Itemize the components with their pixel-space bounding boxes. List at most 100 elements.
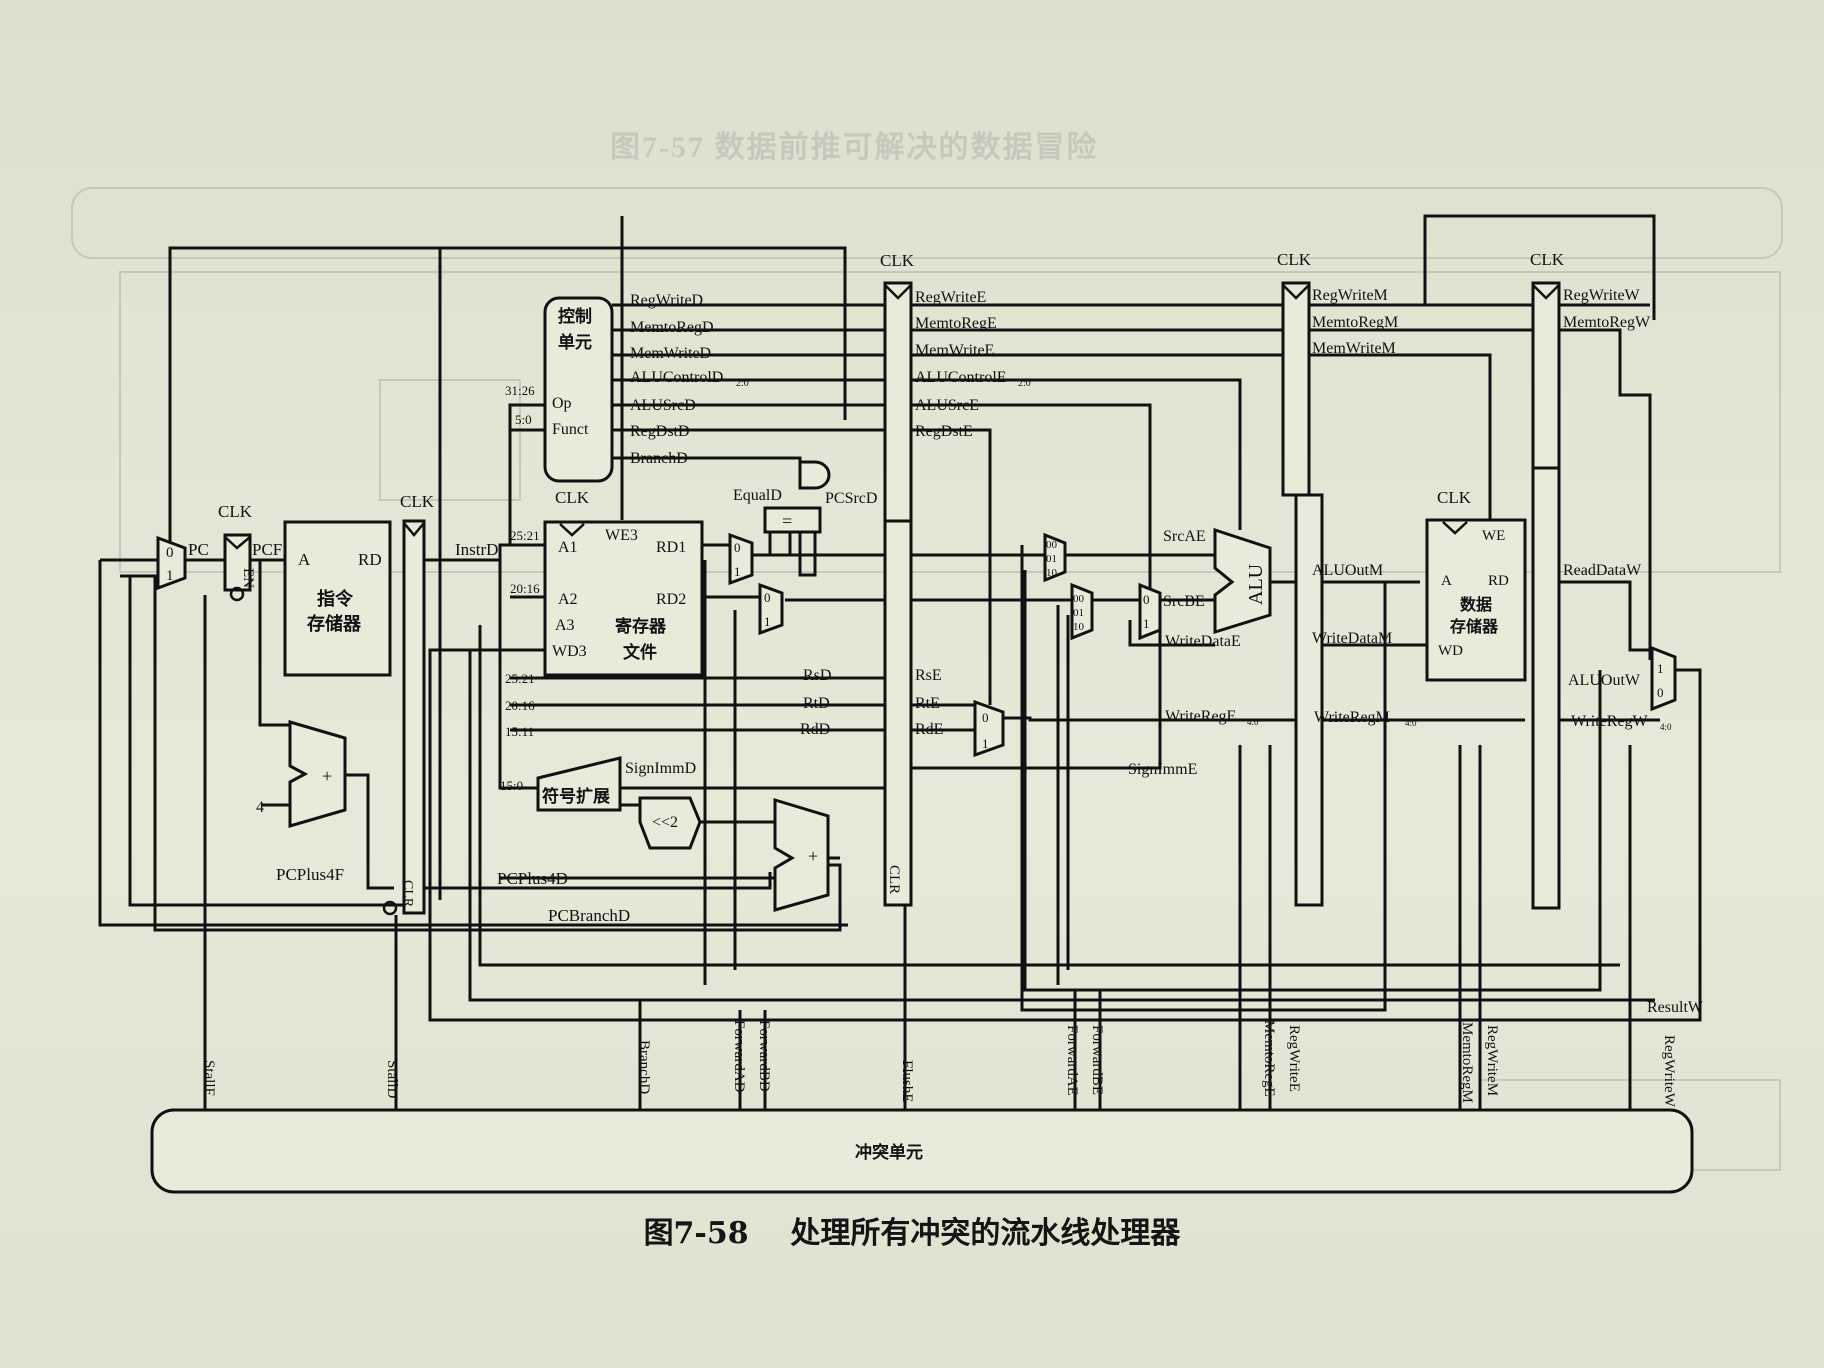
diagram-label: ALU bbox=[1245, 563, 1267, 605]
bits-funct: 5:0 bbox=[515, 412, 532, 427]
signimmd-label: SignImmD bbox=[625, 760, 696, 777]
diagram-label: 00 bbox=[1073, 593, 1085, 605]
shift-left-2: <<2 bbox=[638, 796, 702, 850]
bits-1: 20:16 bbox=[510, 581, 540, 596]
srcae-label: SrcAE bbox=[1163, 528, 1206, 545]
diagram-label: 10 bbox=[1046, 567, 1058, 579]
aluoutm-label: ALUOutM bbox=[1312, 562, 1383, 579]
diagram-label: 1 bbox=[1657, 661, 1664, 676]
rde-label: RdE bbox=[915, 721, 943, 738]
clk-label-em: CLK bbox=[1277, 250, 1312, 269]
writeregw-label: WriteRegW bbox=[1571, 713, 1649, 730]
diagram-label: RegWriteM bbox=[1312, 287, 1388, 304]
diagram-label: StallF bbox=[201, 1060, 217, 1096]
diagram-label: WE bbox=[1482, 528, 1505, 544]
regdst-mux: 0 1 bbox=[973, 699, 1005, 758]
diagram-label: 2:0 bbox=[1018, 378, 1031, 389]
control-signals-d: RegWriteD MemtoRegD MemWriteD ALUControl… bbox=[630, 292, 749, 467]
diagram-label: 1 bbox=[982, 736, 989, 751]
diagram-label: RegDstE bbox=[915, 423, 973, 440]
ctrl-name-2: 单元 bbox=[558, 332, 592, 352]
alu: ALU bbox=[1213, 527, 1272, 635]
rte-label: RtE bbox=[915, 695, 940, 712]
fd-clr-label: CLR bbox=[400, 880, 415, 908]
rf-name-1: 寄存器 bbox=[615, 616, 667, 636]
writeregm-label: WriteRegM bbox=[1314, 709, 1390, 726]
writedatam-label: WriteDataM bbox=[1312, 630, 1392, 647]
ghost-caption: 图7-57 数据前推可解决的数据冒险 bbox=[610, 131, 1099, 164]
bits-3: 20:16 bbox=[505, 698, 535, 713]
ctrl-name-1: 控制 bbox=[558, 306, 592, 326]
pc-mux-1: 1 bbox=[166, 568, 174, 584]
diagram-label: MemWriteE bbox=[915, 342, 994, 359]
hazard-signal-labels: StallF StallD BranchD ForwardAD ForwardB… bbox=[201, 1020, 1677, 1108]
rdd-label: RdD bbox=[800, 721, 830, 738]
ctrl-signal-2: MemWriteD bbox=[630, 345, 711, 362]
diagram-label: MemtoRegM bbox=[1459, 1022, 1475, 1103]
pcplus4d-label: PCPlus4D bbox=[497, 869, 568, 888]
diagram-label: 01 bbox=[1046, 553, 1057, 565]
diagram-label: MemtoRegE bbox=[1261, 1020, 1277, 1097]
control-signals-e: RegWriteE MemtoRegE MemWriteE ALUControl… bbox=[915, 289, 1031, 440]
diagram-label: 00 bbox=[1046, 539, 1058, 551]
diagram-label: 4:0 bbox=[1247, 717, 1259, 727]
diagram-label: 01 bbox=[1073, 607, 1084, 619]
diagram-label: RegWriteE bbox=[1286, 1025, 1302, 1092]
pc-en-label: EN bbox=[240, 568, 256, 588]
diagram-label: 4:0 bbox=[1405, 718, 1417, 728]
instr-bit-fields: 25:21 20:16 25:21 20:16 15:11 15:0 bbox=[500, 528, 540, 793]
imem-rd-label: RD bbox=[358, 550, 382, 569]
rf-a1: A1 bbox=[558, 539, 578, 556]
figure-caption: 图7-58 处理所有冲突的流水线处理器 bbox=[0, 1208, 1824, 1252]
diagram-label: StallD bbox=[384, 1060, 400, 1099]
ctrl-funct-label: Funct bbox=[552, 421, 589, 438]
diagram-label: 0 bbox=[1143, 592, 1150, 607]
clk-label-dmem: CLK bbox=[1437, 488, 1472, 507]
bits-op: 31:26 bbox=[505, 383, 535, 398]
diagram-label: 4:0 bbox=[1660, 722, 1672, 732]
clk-label-de: CLK bbox=[880, 251, 915, 270]
instruction-memory: A RD 指令 存储器 bbox=[283, 520, 392, 677]
imem-a-label: A bbox=[298, 550, 311, 569]
diagram-label: MemtoRegW bbox=[1563, 314, 1651, 331]
rf-name-2: 文件 bbox=[623, 642, 657, 662]
diagram-label: = bbox=[782, 511, 792, 531]
diagram-label: + bbox=[808, 846, 818, 866]
caption-label: 图7-58 bbox=[643, 1216, 749, 1251]
diagram-label: 0 bbox=[764, 590, 771, 605]
diagram-label: 0 bbox=[982, 710, 989, 725]
branch-and-gate bbox=[798, 460, 831, 490]
rf-wd3: WD3 bbox=[552, 643, 587, 660]
diagram-label: MemWriteM bbox=[1312, 340, 1396, 357]
writedatae-label: WriteDataE bbox=[1165, 633, 1241, 650]
writerege-label: WriteRegE bbox=[1165, 708, 1236, 725]
diagram-label: RD bbox=[1488, 573, 1509, 589]
pcsrcd-label: PCSrcD bbox=[825, 490, 877, 507]
diagram-label: 10 bbox=[1073, 621, 1085, 633]
pcbranchd-label: PCBranchD bbox=[548, 906, 630, 925]
clk-label-pc: CLK bbox=[218, 502, 253, 521]
control-signals-w: RegWriteW MemtoRegW bbox=[1563, 287, 1651, 331]
hazard-unit: 冲突单元 bbox=[150, 1108, 1694, 1194]
diagram-label: WD bbox=[1438, 643, 1463, 659]
signimme-label: SignImmE bbox=[1128, 761, 1197, 778]
ctrl-signal-5: RegDstD bbox=[630, 423, 690, 440]
forward-mux-ad: 0 1 bbox=[728, 532, 754, 586]
resultw-label: ResultW bbox=[1647, 999, 1704, 1016]
instrd-label: InstrD bbox=[455, 540, 498, 559]
rf-rd2: RD2 bbox=[656, 591, 686, 608]
rf-a3: A3 bbox=[555, 617, 575, 634]
ctrl-signal-1: MemtoRegD bbox=[630, 319, 714, 336]
diagram-label: 数据 bbox=[1460, 595, 1492, 614]
diagram-label: ForwardBD bbox=[756, 1020, 772, 1092]
diagram-label: A bbox=[1441, 573, 1452, 589]
bits-5: 15:0 bbox=[500, 778, 523, 793]
pc-label: PC bbox=[188, 540, 209, 559]
data-memory: WE A RD WD 数据 存储器 bbox=[1425, 518, 1527, 682]
adder-four: 4 bbox=[256, 799, 264, 816]
forward-mux-ae: 00 01 10 bbox=[1043, 532, 1067, 583]
diagram-label: RegWriteW bbox=[1661, 1035, 1677, 1108]
diagram-label: ALUSrcE bbox=[915, 397, 979, 414]
pc-mux: 0 1 bbox=[156, 535, 187, 591]
pipeline-register-mw bbox=[1531, 281, 1561, 910]
